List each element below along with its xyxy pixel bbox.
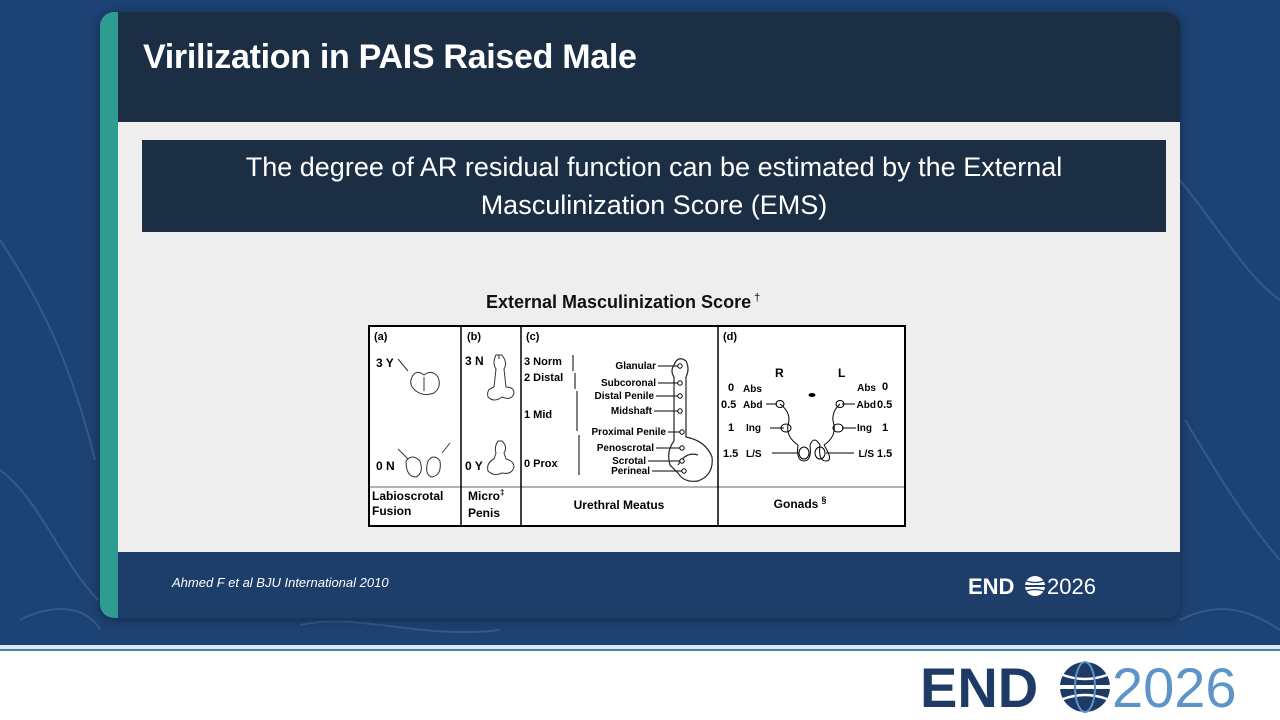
- meatus-leader-lines: [648, 365, 684, 472]
- urethral-score-distal: 2 Distal: [524, 372, 563, 384]
- footer-logo-word: END: [968, 574, 1014, 599]
- meatus-scrotal: Scrotal: [612, 456, 646, 467]
- right-position-ls: L/S: [746, 449, 762, 460]
- gonad-side-right: R: [775, 366, 784, 380]
- meatus-glanular: Glanular: [615, 361, 656, 372]
- left-gonad-scores: 0 0.5 1 1.5: [877, 381, 892, 460]
- meatus-proximal-penile: Proximal Penile: [592, 427, 667, 438]
- footer-logo-year: 2026: [1047, 574, 1096, 599]
- ems-diagram: (a) 3 Y 0 N Labioscrotal Fusion (b) 3 N …: [368, 325, 906, 527]
- left-score-ing: 1: [882, 422, 888, 434]
- left-position-ing: Ing: [857, 423, 872, 434]
- right-score-ls: 1.5: [723, 448, 738, 460]
- left-score-ls: 1.5: [877, 448, 892, 460]
- urethral-score-norm: 3 Norm: [524, 356, 562, 368]
- citation: Ahmed F et al BJU International 2010: [172, 575, 389, 590]
- left-position-abs: Abs: [857, 383, 876, 394]
- urethral-score-mid: 1 Mid: [524, 409, 552, 421]
- left-gonad-positions: Abs Abd Ing L/S: [857, 383, 877, 460]
- bottom-logo-word: END: [920, 656, 1038, 717]
- urethral-score-brackets: [572, 355, 580, 475]
- gonad-descent-drawing: [766, 400, 856, 462]
- normal-penis-drawing: [487, 354, 515, 401]
- right-position-abs: Abs: [743, 384, 762, 395]
- left-score-abs: 0: [882, 381, 888, 393]
- callout-line-1: The degree of AR residual function can b…: [245, 152, 1063, 182]
- panel-a-caption-line-2: Fusion: [372, 504, 411, 518]
- penis-profile-drawing: [668, 358, 713, 482]
- meatus-midshaft: Midshaft: [611, 406, 653, 417]
- footer-globe-icon: [1025, 576, 1045, 596]
- right-position-ing: Ing: [746, 423, 761, 434]
- panel-c-letter: (c): [526, 331, 540, 343]
- slide-card: Virilization in PAIS Raised Male The deg…: [100, 12, 1180, 618]
- bottom-endo-logo: END 2026: [920, 656, 1237, 717]
- left-position-abd: Abd: [857, 400, 876, 411]
- figure-title: External Masculinization Score†: [486, 292, 760, 313]
- slide-accent-bar: [100, 12, 118, 618]
- unfused-labioscrotal-drawing: [397, 442, 451, 478]
- fused-labioscrotal-drawing: [397, 358, 440, 396]
- panel-b-top-score: 3 N: [465, 354, 484, 368]
- meatus-subcoronal: Subcoronal: [601, 378, 656, 389]
- panel-c-caption: Urethral Meatus: [574, 498, 665, 512]
- meatus-markers: [677, 363, 687, 474]
- slide-header: Virilization in PAIS Raised Male: [118, 12, 1180, 122]
- bottom-logo-year: 2026: [1112, 656, 1237, 717]
- figure-title-text: External Masculinization Score: [486, 292, 752, 312]
- callout-box: The degree of AR residual function can b…: [142, 140, 1166, 232]
- bottom-globe-icon: [1060, 661, 1110, 713]
- meatus-location-labels: Glanular Subcoronal Distal Penile Midsha…: [592, 361, 667, 477]
- callout-line-2: Masculinization Score (EMS): [480, 190, 828, 220]
- panel-b-caption-line-1: Micro‡: [468, 488, 504, 503]
- right-score-ing: 1: [728, 422, 734, 434]
- panel-d-letter: (d): [723, 331, 737, 343]
- meatus-penoscrotal: Penoscrotal: [597, 443, 654, 454]
- left-position-ls: L/S: [858, 449, 874, 460]
- right-gonad-scores: 0 0.5 1 1.5: [721, 382, 738, 460]
- right-gonad-positions: Abs Abd Ing L/S: [743, 384, 762, 460]
- urethral-score-prox: 0 Prox: [524, 458, 559, 470]
- midline-marker: [808, 393, 816, 397]
- slide-body: The degree of AR residual function can b…: [118, 122, 1180, 552]
- meatus-distal-penile: Distal Penile: [595, 391, 655, 402]
- gonad-side-left: L: [838, 366, 845, 380]
- panel-a-caption-line-1: Labioscrotal: [372, 489, 443, 503]
- panel-b-letter: (b): [467, 331, 481, 343]
- panel-a-top-score: 3 Y: [376, 356, 394, 370]
- footer-endo-logo: END 2026: [968, 574, 1096, 599]
- panel-a-letter: (a): [374, 331, 388, 343]
- background-texture: [0, 179, 1280, 634]
- figure-frame: [368, 325, 906, 527]
- right-score-abs: 0: [728, 382, 734, 394]
- slide-footer: Ahmed F et al BJU International 2010 END…: [118, 552, 1180, 618]
- panel-a-bottom-score: 0 N: [376, 459, 395, 473]
- micropenis-drawing: [487, 440, 515, 476]
- right-position-abd: Abd: [743, 400, 762, 411]
- bottom-banner: END 2026: [0, 651, 1280, 720]
- left-score-abd: 0.5: [877, 399, 892, 411]
- figure-title-mark: †: [754, 292, 761, 304]
- panel-b-bottom-score: 0 Y: [465, 459, 483, 473]
- panel-d-caption: Gonads§: [774, 495, 827, 511]
- bottom-divider-light: [0, 645, 1280, 649]
- bottom-divider-blue: [0, 649, 1280, 651]
- slide-title: Virilization in PAIS Raised Male: [143, 38, 637, 76]
- right-score-abd: 0.5: [721, 399, 736, 411]
- meatus-perineal: Perineal: [611, 466, 650, 477]
- panel-b-caption-line-2: Penis: [468, 506, 500, 520]
